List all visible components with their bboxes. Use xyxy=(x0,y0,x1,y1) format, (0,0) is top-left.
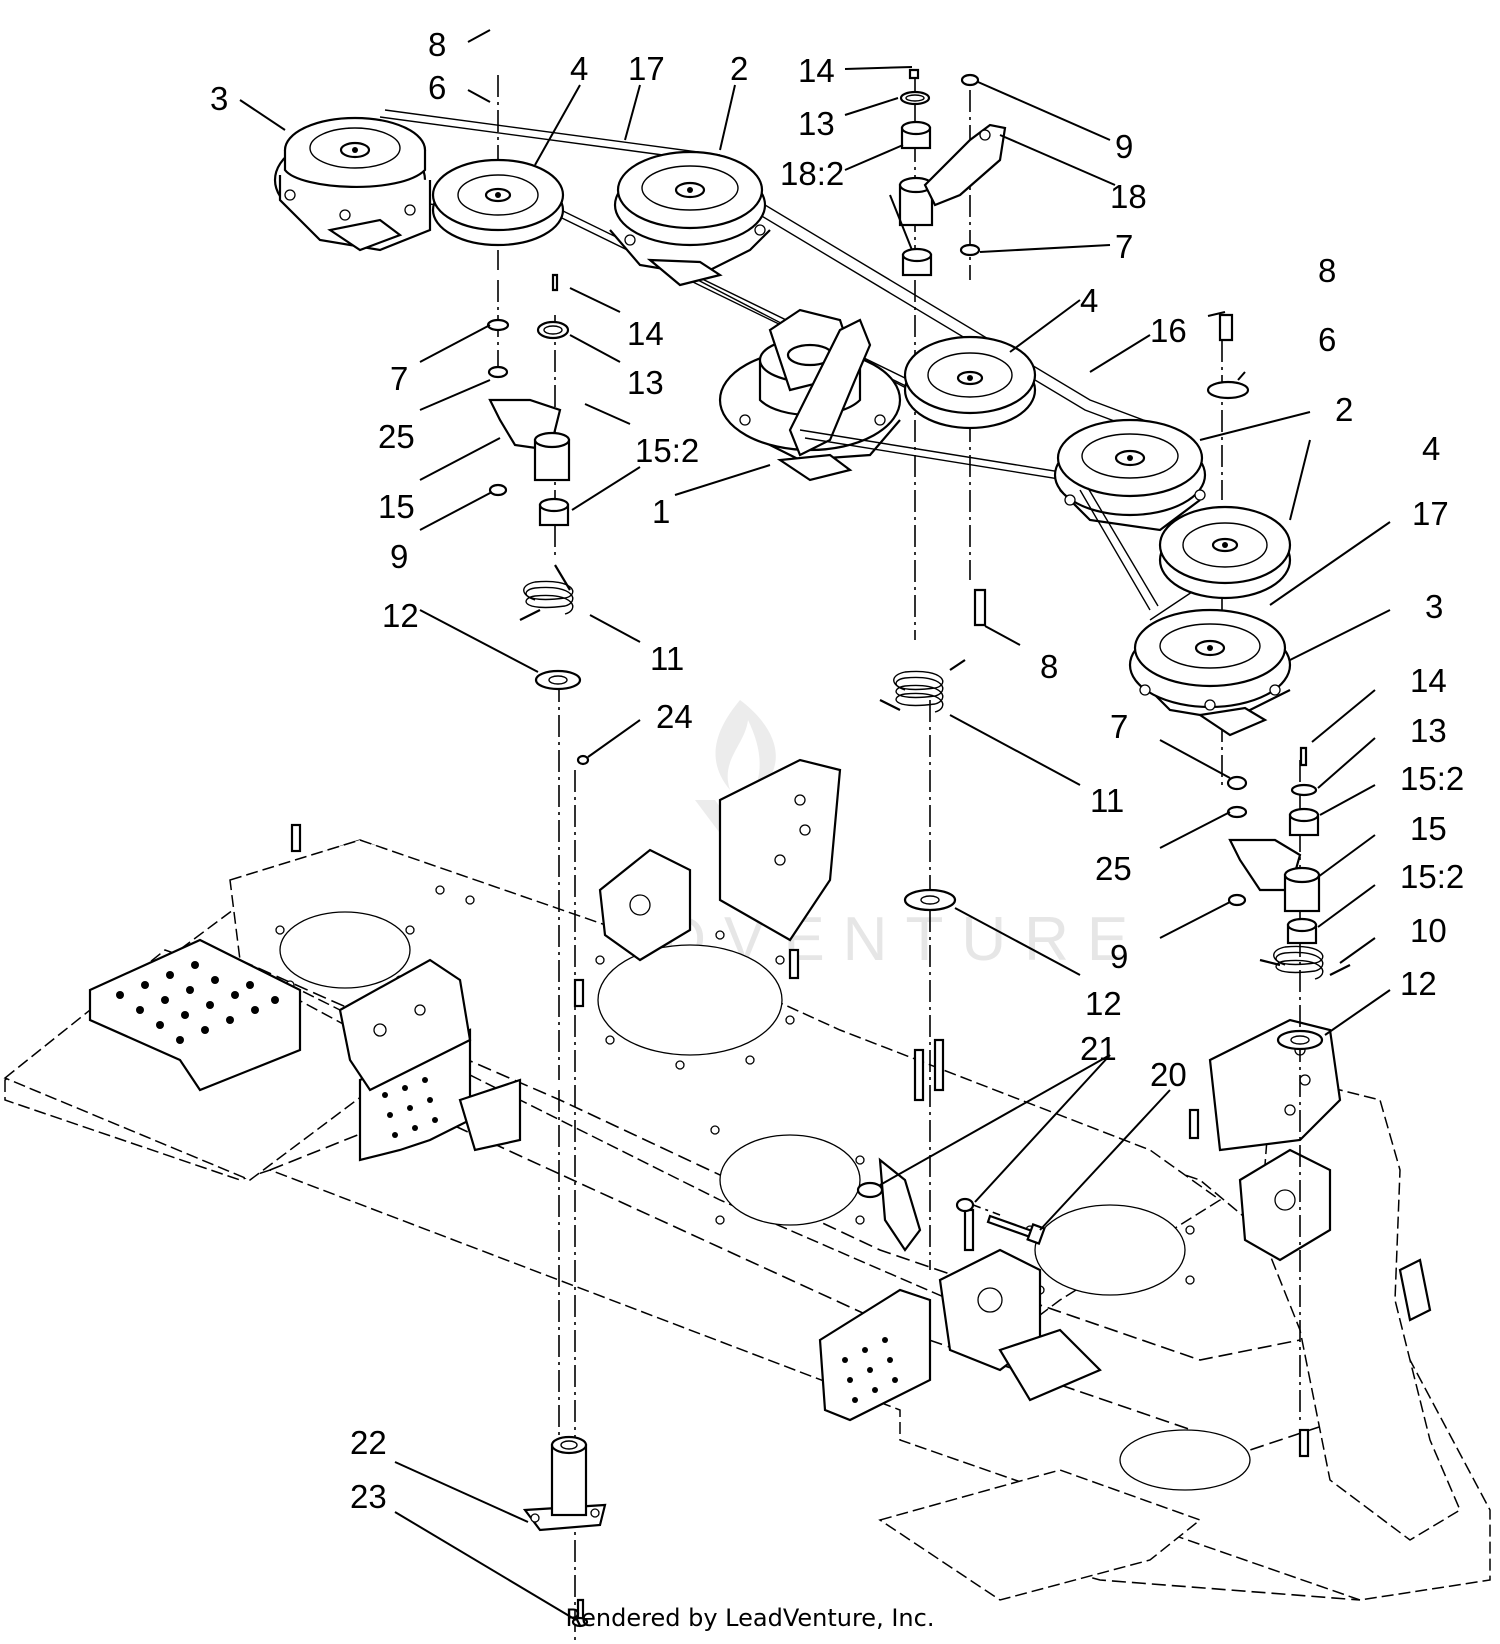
upper-left-pulleys xyxy=(273,109,1171,441)
spindle-2-top xyxy=(609,150,771,287)
callout-17: 17 xyxy=(1412,495,1449,532)
callout-14: 14 xyxy=(627,315,664,352)
callout-15-2: 15:2 xyxy=(1400,858,1464,895)
callout-22: 22 xyxy=(350,1424,387,1461)
callout-17: 17 xyxy=(628,50,665,87)
callout-20: 20 xyxy=(1150,1056,1187,1093)
spring-11-left xyxy=(519,564,574,621)
callout-24: 24 xyxy=(656,698,693,735)
callout-13: 13 xyxy=(1410,712,1447,749)
spindle-3-left xyxy=(273,116,432,252)
spindle-2-right xyxy=(1053,418,1207,532)
callout-4: 4 xyxy=(570,50,588,87)
left-mount-brackets xyxy=(338,958,522,1162)
callout-4: 4 xyxy=(1422,430,1440,467)
callout-7: 7 xyxy=(1115,228,1133,265)
callout-15: 15 xyxy=(378,488,415,525)
center-spring-washer xyxy=(879,313,1250,912)
idler-pulley-4-right xyxy=(1079,487,1292,621)
callout-1: 1 xyxy=(652,493,670,530)
callout-7: 7 xyxy=(390,360,408,397)
callout-6: 6 xyxy=(428,69,446,106)
spindle-3-right xyxy=(1128,608,1292,737)
callout-21: 21 xyxy=(1080,1030,1117,1067)
left-idler-arm-15 xyxy=(486,273,590,766)
right-idler-arm-15 xyxy=(1226,746,1351,1051)
right-front-brackets xyxy=(818,1018,1432,1422)
callout-7: 7 xyxy=(1110,708,1128,745)
callout-3: 3 xyxy=(1425,588,1443,625)
bolt-20-nut-21 xyxy=(856,1157,1046,1252)
callout-2: 2 xyxy=(1335,391,1353,428)
pivot-bracket-22 xyxy=(522,1435,607,1628)
idler-arm-18-assembly xyxy=(898,68,1007,277)
callout-12: 12 xyxy=(1085,985,1122,1022)
callout-12: 12 xyxy=(1400,965,1437,1002)
footer-credit: Rendered by LeadVenture, Inc. xyxy=(565,1604,935,1632)
callout-15-2: 15:2 xyxy=(1400,760,1464,797)
callout-16: 16 xyxy=(1150,312,1187,349)
callout-9: 9 xyxy=(1110,938,1128,975)
callout-9: 9 xyxy=(1115,128,1133,165)
callout-15-2: 15:2 xyxy=(635,432,699,469)
callout-23: 23 xyxy=(350,1478,387,1515)
callout-15: 15 xyxy=(1410,810,1447,847)
callout-14: 14 xyxy=(1410,662,1447,699)
callout-12: 12 xyxy=(382,597,419,634)
callout-13: 13 xyxy=(798,105,835,142)
callout-11: 11 xyxy=(650,640,684,677)
callout-25: 25 xyxy=(378,418,415,455)
callout-labels: 8 6 4 17 2 3 14 13 18:2 9 18 7 14 13 7 2… xyxy=(210,26,1464,1515)
center-spindle-1 xyxy=(718,308,902,482)
callout-18-2: 18:2 xyxy=(780,155,844,192)
callout-18: 18 xyxy=(1110,178,1147,215)
deck-studs xyxy=(290,823,1310,1458)
step-plate xyxy=(88,938,302,1092)
center-mount-brackets xyxy=(598,758,842,962)
callout-25: 25 xyxy=(1095,850,1132,887)
callout-8: 8 xyxy=(1318,252,1336,289)
callout-9: 9 xyxy=(390,538,408,575)
callout-6: 6 xyxy=(1318,321,1336,358)
idler-pulley-4-center xyxy=(799,335,1116,489)
callout-11: 11 xyxy=(1090,782,1124,819)
idler-pulley-4-left xyxy=(431,158,565,247)
leader-lines xyxy=(239,29,1391,1621)
callout-10: 10 xyxy=(1410,912,1447,949)
callout-2: 2 xyxy=(730,50,748,87)
callout-14: 14 xyxy=(798,52,835,89)
callout-13: 13 xyxy=(627,364,664,401)
callout-4: 4 xyxy=(1080,282,1098,319)
callout-8: 8 xyxy=(428,26,446,63)
callout-3: 3 xyxy=(210,80,228,117)
callout-8: 8 xyxy=(1040,648,1058,685)
